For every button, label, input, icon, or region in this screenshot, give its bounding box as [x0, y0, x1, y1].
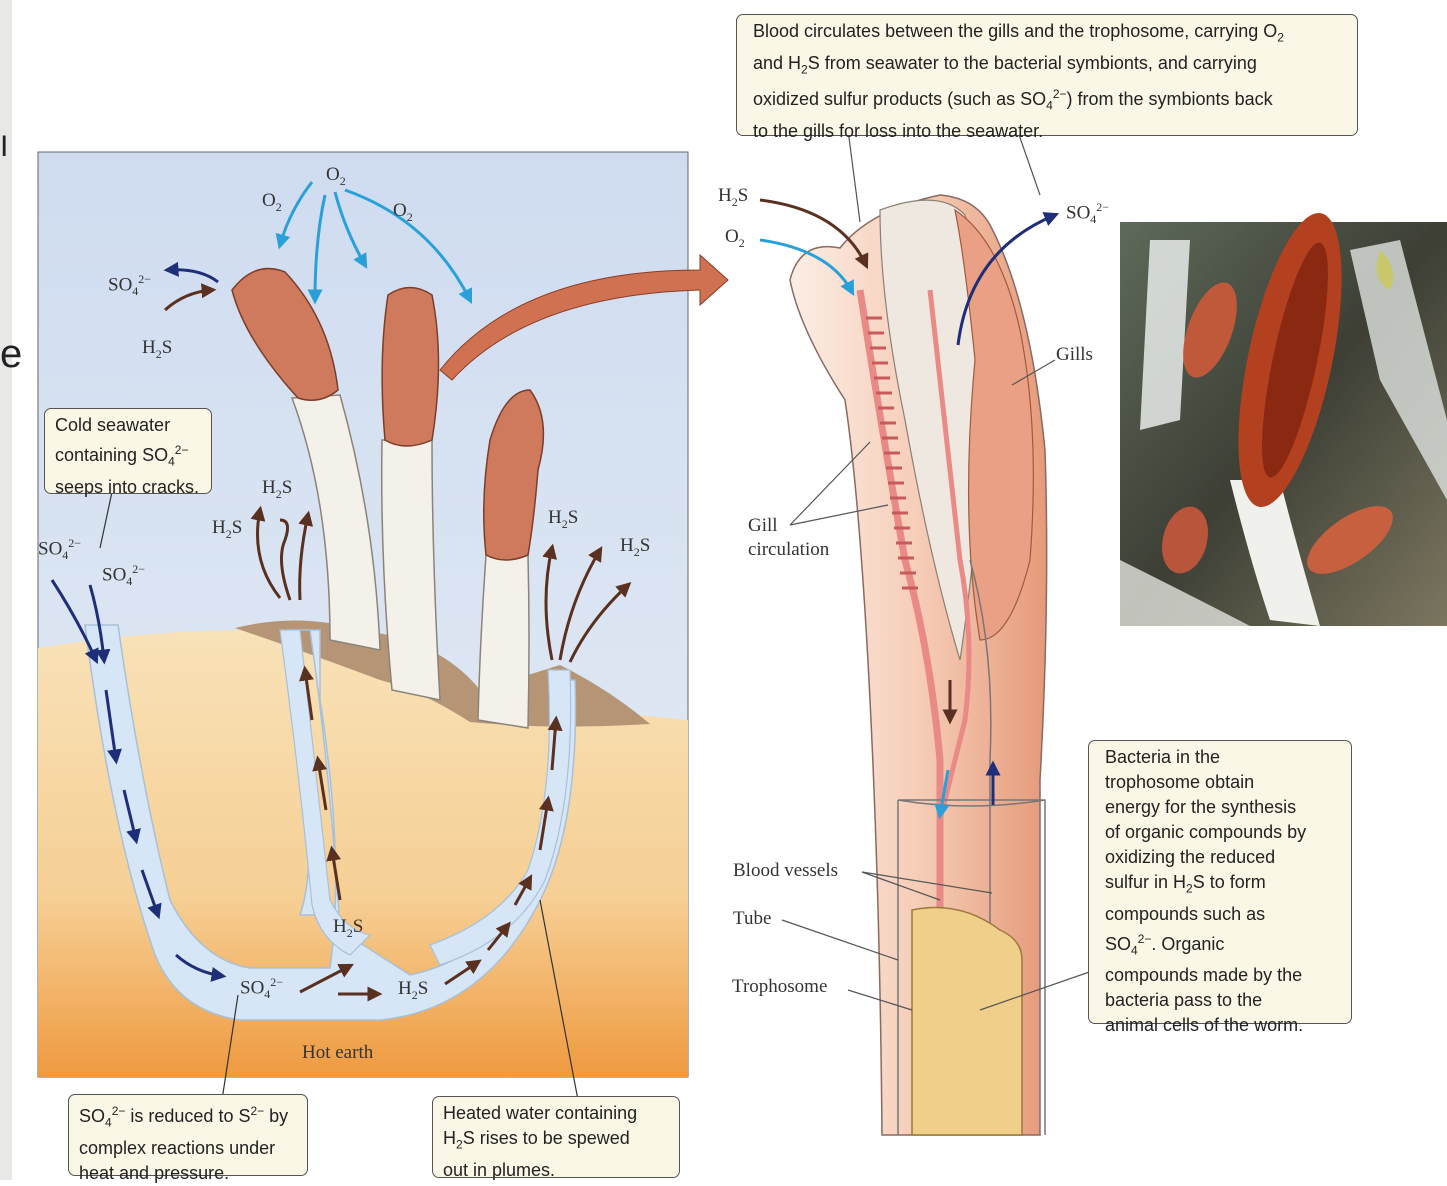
callout-heated-water: Heated water containing H2S rises to be … [432, 1096, 680, 1178]
callout-line: SO42−. Organic [1105, 927, 1341, 964]
callout-line: animal cells of the worm. [1105, 1013, 1341, 1038]
label-h2s-plume-1: H2S [262, 477, 292, 502]
callout-line: of organic compounds by [1105, 820, 1341, 845]
label-gills: Gills [1056, 344, 1093, 366]
tubeworm-photo [1120, 205, 1447, 626]
callout-line: out in plumes. [443, 1158, 669, 1183]
callout-line: to the gills for loss into the seawater. [753, 119, 1347, 144]
callout-bacteria: Bacteria in the trophosome obtain energy… [1088, 740, 1352, 1024]
callout-line: Bacteria in the [1105, 745, 1341, 770]
callout-line: SO42− is reduced to S2− by [79, 1099, 297, 1136]
callout-line: energy for the synthesis [1105, 795, 1341, 820]
callout-line: containing SO42− [55, 438, 201, 475]
label-h2s-bottom: H2S [398, 978, 428, 1003]
label-h2s-plume-2: H2S [212, 517, 242, 542]
tubeworm-center [382, 288, 440, 701]
label-gill-circulation-1: Gill [748, 515, 778, 537]
callout-line: bacteria pass to the [1105, 988, 1341, 1013]
callout-line: seeps into cracks. [55, 475, 201, 500]
label-so4-bottom: SO42− [240, 975, 283, 1002]
label-tube: Tube [733, 908, 771, 930]
label-o2-enlarged: O2 [725, 226, 745, 251]
label-o2-top: O2 [326, 164, 346, 189]
callout-line: compounds such as [1105, 902, 1341, 927]
callout-line: Blood circulates between the gills and t… [753, 19, 1347, 51]
label-so4-worm: SO42− [108, 272, 151, 299]
label-trophosome: Trophosome [732, 976, 827, 998]
callout-cold-seawater: Cold seawater containing SO42− seeps int… [44, 408, 212, 494]
callout-reduced: SO42− is reduced to S2− by complex react… [68, 1094, 308, 1176]
label-so4-seep-2: SO42− [102, 562, 145, 589]
callout-line: complex reactions under [79, 1136, 297, 1161]
callout-line: trophosome obtain [1105, 770, 1341, 795]
callout-line: heat and pressure. [79, 1161, 297, 1186]
label-h2s-plume-4: H2S [620, 535, 650, 560]
callout-line: sulfur in H2S to form [1105, 870, 1341, 902]
callout-line: oxidized sulfur products (such as SO42−)… [753, 82, 1347, 119]
label-h2s-worm: H2S [142, 337, 172, 362]
label-o2-right: O2 [393, 200, 413, 225]
label-so4-enlarged: SO42− [1066, 200, 1109, 227]
label-h2s-junction: H2S [333, 916, 363, 941]
label-blood-vessels: Blood vessels [733, 860, 838, 882]
trophosome [912, 908, 1022, 1136]
callout-line: Heated water containing [443, 1101, 669, 1126]
callout-line: oxidizing the reduced [1105, 845, 1341, 870]
label-h2s-enlarged: H2S [718, 185, 748, 210]
label-o2-left: O2 [262, 190, 282, 215]
callout-line: Cold seawater [55, 413, 201, 438]
callout-line: compounds made by the [1105, 963, 1341, 988]
callout-line: and H2S from seawater to the bacterial s… [753, 51, 1347, 83]
blood-callout-pointer-1 [848, 130, 860, 222]
label-gill-circulation-2: circulation [748, 539, 829, 561]
callout-blood-circulation: Blood circulates between the gills and t… [736, 14, 1358, 136]
label-h2s-plume-3: H2S [548, 507, 578, 532]
label-so4-seep-1: SO42− [38, 536, 81, 563]
label-hot-earth: Hot earth [302, 1042, 373, 1064]
callout-line: H2S rises to be spewed [443, 1126, 669, 1158]
